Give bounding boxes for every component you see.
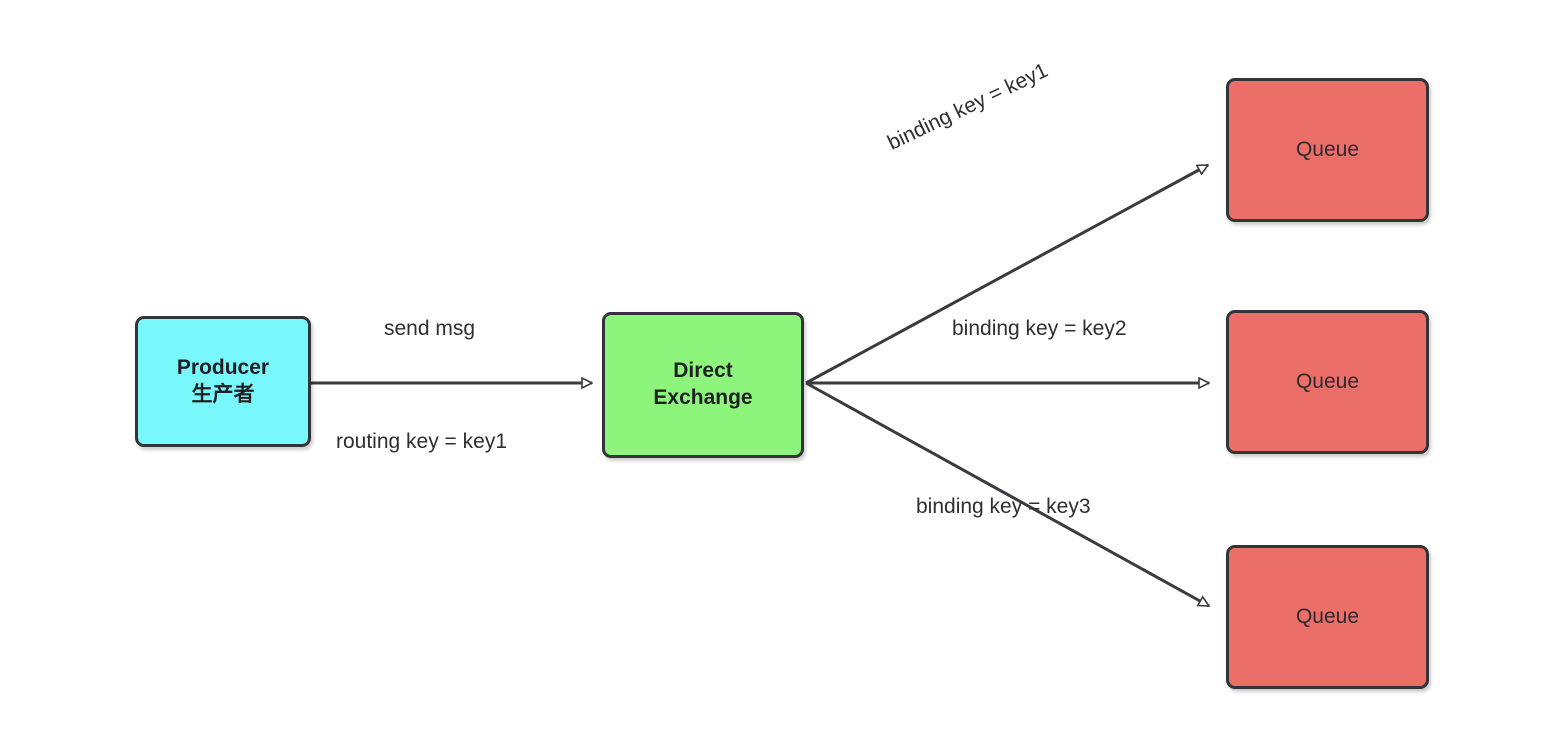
node-direct-exchange[interactable]: Direct Exchange bbox=[602, 312, 804, 458]
connector-exchange-to-queue-3 bbox=[805, 381, 1209, 608]
node-direct-exchange-label: Direct Exchange bbox=[653, 359, 753, 409]
node-producer-label: Producer 生产者 bbox=[176, 355, 270, 406]
connector-exchange-to-queue-1 bbox=[805, 163, 1208, 385]
node-queue-2-label: Queue bbox=[1295, 369, 1360, 393]
node-producer[interactable]: Producer 生产者 bbox=[135, 316, 311, 447]
node-queue-3-label: Queue bbox=[1295, 604, 1360, 628]
node-queue-1-label: Queue bbox=[1295, 137, 1360, 161]
node-queue-1[interactable]: Queue bbox=[1226, 78, 1429, 222]
node-queue-2[interactable]: Queue bbox=[1226, 310, 1429, 454]
node-queue-3[interactable]: Queue bbox=[1226, 545, 1429, 689]
